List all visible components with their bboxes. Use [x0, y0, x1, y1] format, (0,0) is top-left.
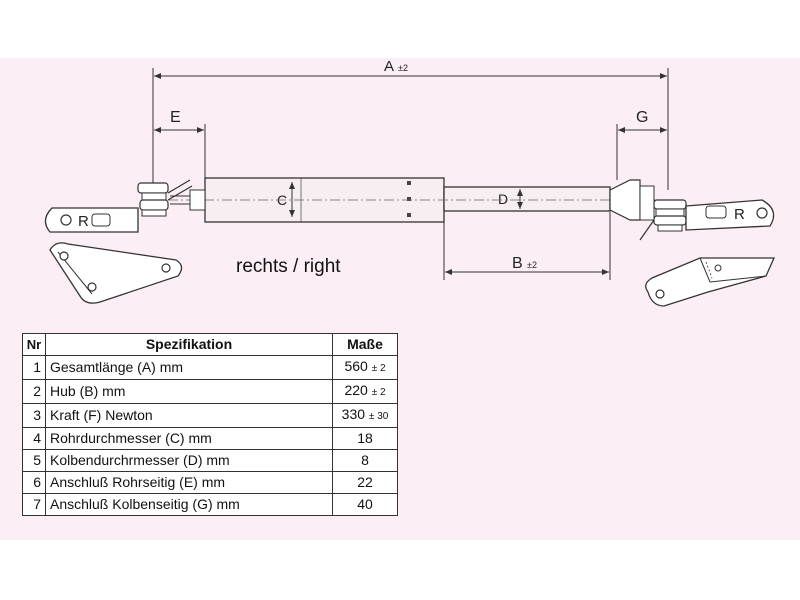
- left-end-fitting: [137, 179, 206, 217]
- row-specification: Gesamtlänge (A) mm: [45, 355, 333, 380]
- left-angle-bracket: [49, 242, 183, 304]
- piston-rod: D: [443, 186, 611, 212]
- row-number: 3: [22, 403, 46, 428]
- row-value-cell: 18: [332, 427, 398, 450]
- dimension-a-label: A: [384, 58, 394, 75]
- row-tolerance: ± 2: [371, 387, 386, 398]
- dimension-g-label: G: [636, 109, 648, 126]
- row-specification: Anschluß Rohrseitig (E) mm: [45, 471, 333, 494]
- dimension-b-tolerance: ±2: [527, 260, 537, 270]
- table-header-row: Nr Spezifikation Maße: [22, 333, 398, 356]
- row-number: 2: [22, 379, 46, 404]
- row-value: 8: [361, 452, 369, 468]
- row-value: 560: [344, 358, 368, 374]
- row-value: 18: [357, 430, 373, 446]
- right-bracket: R: [685, 199, 775, 231]
- row-specification: Kolbendurchrmesser (D) mm: [45, 449, 333, 472]
- diagram-caption: rechts / right: [236, 256, 341, 277]
- bracket-hole-icon: [60, 214, 72, 226]
- dimension-g: G: [616, 109, 667, 180]
- row-value-cell: 330 ± 30: [332, 403, 398, 428]
- dimension-b: B ±2: [443, 212, 611, 280]
- right-end-fitting: [609, 179, 687, 241]
- row-specification: Rohrdurchmesser (C) mm: [45, 427, 333, 450]
- header-masse: Maße: [332, 333, 398, 356]
- dimension-e: E: [154, 109, 206, 180]
- row-value-cell: 40: [332, 493, 398, 516]
- header-nr: Nr: [22, 333, 46, 356]
- right-angle-bracket: [645, 257, 776, 307]
- row-number: 4: [22, 427, 46, 450]
- left-bracket-mark: R: [78, 213, 89, 230]
- row-value-cell: 220 ± 2: [332, 379, 398, 404]
- row-value-cell: 8: [332, 449, 398, 472]
- dimension-b-label: B: [512, 255, 523, 272]
- row-number: 5: [22, 449, 46, 472]
- row-value: 330: [341, 406, 366, 422]
- row-tolerance: ± 2: [371, 363, 386, 374]
- row-number: 6: [22, 471, 46, 494]
- row-value: 40: [357, 496, 373, 512]
- header-spezifikation: Spezifikation: [45, 333, 333, 356]
- row-specification: Anschluß Kolbenseitig (G) mm: [45, 493, 333, 516]
- left-bracket: R: [44, 207, 139, 233]
- dimension-a: A ±2: [152, 58, 669, 190]
- dimension-a-tolerance: ±2: [398, 63, 408, 73]
- row-tolerance: ± 30: [368, 411, 389, 422]
- row-number: 7: [22, 493, 46, 516]
- bracket-hole-icon: [756, 207, 768, 219]
- row-value: 220: [344, 382, 368, 398]
- row-value-cell: 22: [332, 471, 398, 494]
- row-specification: Kraft (F) Newton: [45, 403, 333, 428]
- row-number: 1: [22, 355, 46, 380]
- right-bracket-mark: R: [734, 206, 745, 223]
- row-specification: Hub (B) mm: [45, 379, 333, 404]
- row-value: 22: [357, 474, 373, 490]
- dimension-e-label: E: [170, 109, 181, 126]
- dimension-d-label: D: [498, 191, 508, 207]
- row-value-cell: 560 ± 2: [332, 355, 398, 380]
